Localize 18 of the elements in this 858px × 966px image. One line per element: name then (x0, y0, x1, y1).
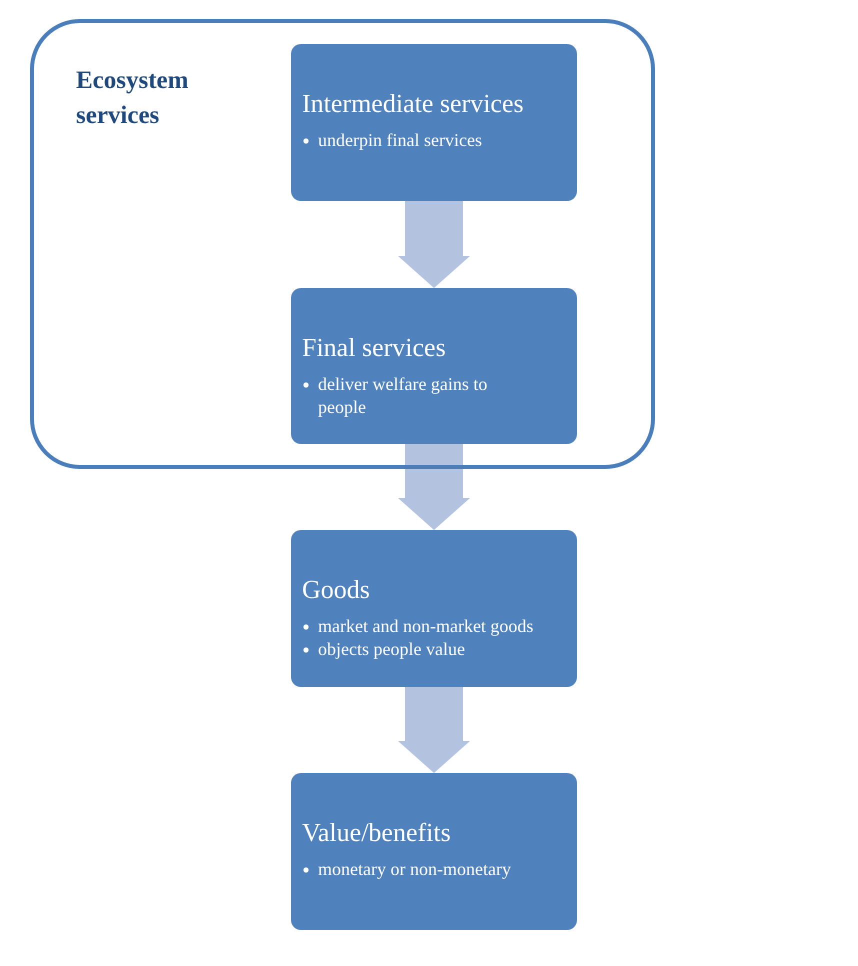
block-arrow (398, 444, 470, 530)
process-box (291, 288, 577, 444)
group-frame (30, 19, 655, 469)
process-box (291, 530, 577, 687)
heading: Ecosystem services (76, 66, 190, 131)
heading: Value/benefits (302, 817, 452, 848)
bullet-text: market and non-market goods (318, 616, 534, 636)
heading: Intermediate services (302, 88, 525, 120)
heading: Goods (302, 574, 371, 606)
process-box (291, 773, 577, 930)
block-arrow (398, 201, 470, 288)
bullet-text: monetary or non-monetary (318, 859, 511, 880)
bullet-text: objects people value (318, 639, 465, 660)
bullet-text: underpin final services (318, 130, 482, 150)
bullet-text: deliver welfare gains to people (318, 374, 488, 418)
block-arrow (398, 687, 470, 773)
process-box (291, 44, 577, 201)
heading: Final services (302, 332, 447, 364)
